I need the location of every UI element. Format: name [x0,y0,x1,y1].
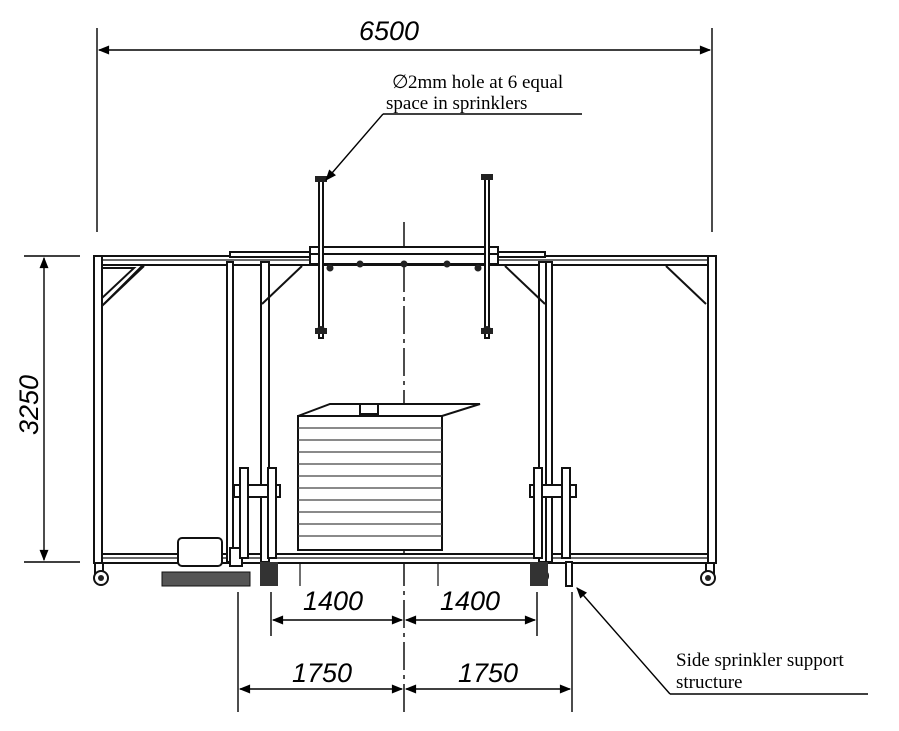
wheel-icon [700,562,716,586]
side-sprinkler-support-right [529,467,577,587]
dimension-label-1400-left: 1400 [303,586,363,616]
support-note-line2: structure [676,672,742,693]
hole-note-line2: space in sprinklers [386,93,527,114]
dimension-label-1400-right: 1400 [440,586,500,616]
dimension-outer-spacing: 1750 1750 [237,592,573,712]
dimension-label-6500: 6500 [359,16,419,46]
dimension-overall-width: 6500 [96,16,713,232]
support-note-callout: Side sprinkler support structure [576,587,868,695]
diameter-symbol-icon: ∅ [392,72,409,93]
hole-note-callout: ∅ 2mm hole at 6 equal space in sprinkler… [325,72,582,181]
dimension-label-3250: 3250 [14,375,44,435]
hole-note-line1: 2mm hole at 6 equal [408,72,563,93]
sprinkler-assembly [309,174,499,339]
dimension-label-1750-left: 1750 [292,658,352,688]
dimension-inner-spacing: 1400 1400 [270,586,538,636]
water-tank [297,403,481,586]
pump-motor [161,537,251,587]
dimension-label-1750-right: 1750 [458,658,518,688]
side-sprinkler-support-left [233,467,281,586]
wheel-icon [93,562,109,586]
dimension-overall-height: 3250 [14,255,80,563]
support-note-line1: Side sprinkler support [676,650,845,671]
